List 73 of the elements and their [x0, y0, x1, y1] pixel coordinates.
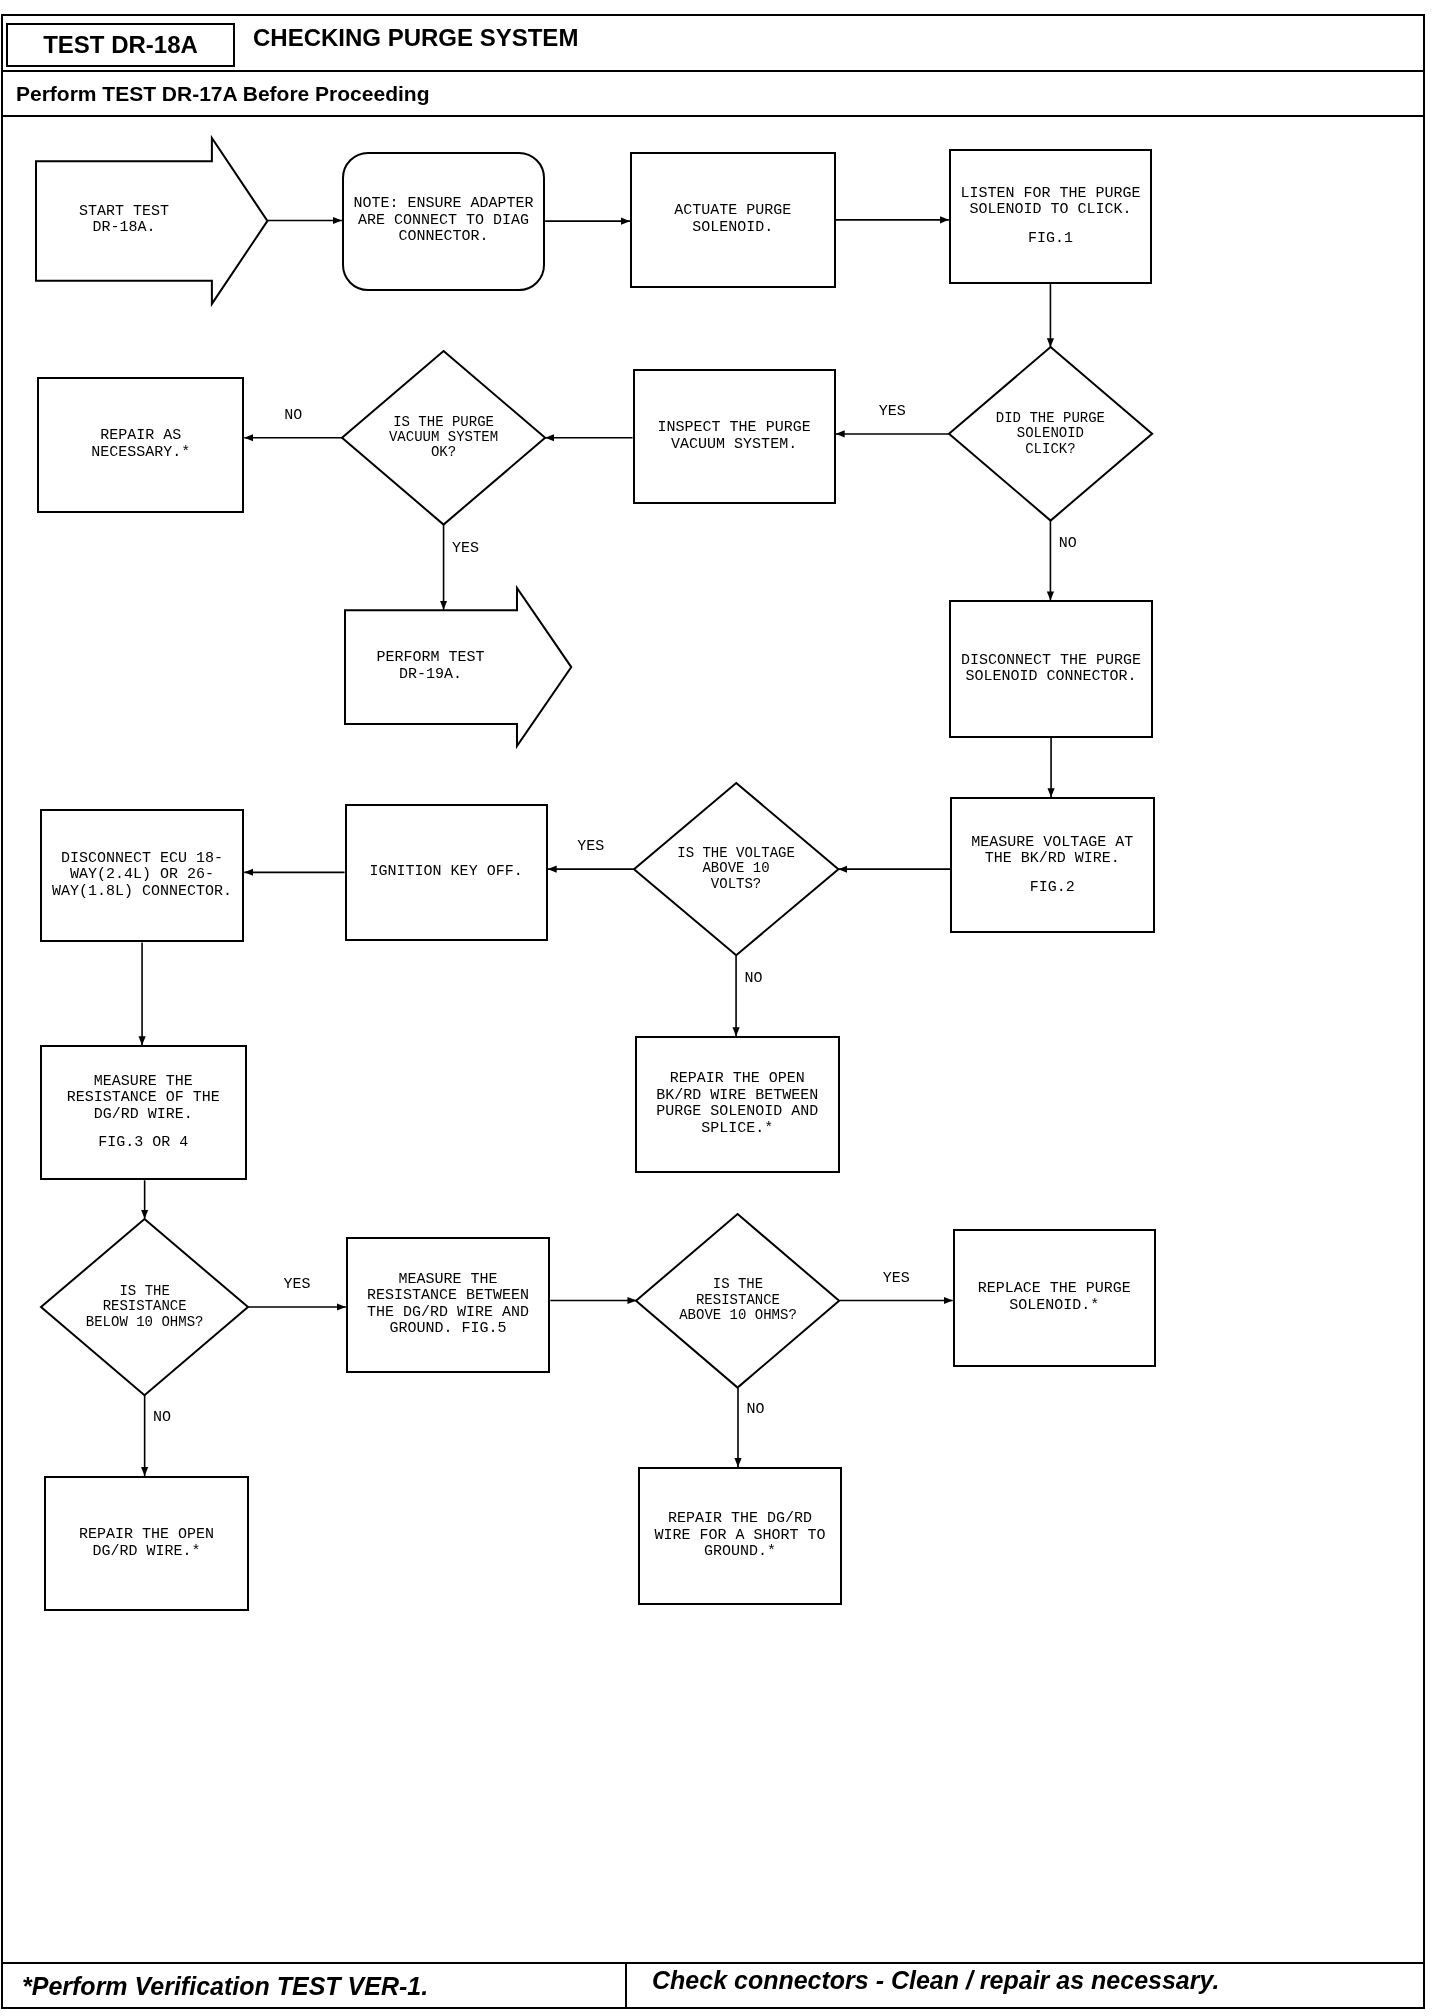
node-text: REPAIR AS NECESSARY.* — [90, 428, 192, 462]
arrow — [549, 1296, 638, 1305]
node-text: REPAIR THE DG/RD WIRE FOR A SHORT TO GROUND.* — [653, 1511, 827, 1561]
arrow — [544, 217, 631, 225]
node-text: PERFORM TEST DR-19A. — [375, 650, 486, 684]
arrow — [138, 941, 146, 1047]
node-text: IGNITION KEY OFF. — [369, 864, 523, 881]
node-text: REPAIR THE OPEN BK/RD WIRE BETWEEN PURGE SOLENOID AND SPLICE.* — [655, 1071, 820, 1138]
node-text: REPLACE THE PURGE SOLENOID.* — [976, 1281, 1132, 1315]
arrow — [838, 1296, 954, 1305]
node-text: IS THE RESISTANCE ABOVE 10 OHMS? — [679, 1277, 797, 1324]
test-id: TEST DR-18A — [6, 23, 235, 67]
arrow — [734, 1386, 742, 1468]
footer-note: *Perform Verification TEST VER-1. — [22, 1972, 429, 2001]
process-box — [948, 600, 1154, 738]
terminal-block — [36, 137, 268, 304]
decision-diamond — [948, 347, 1152, 521]
arrow — [732, 954, 740, 1038]
decision-diamond — [342, 351, 546, 525]
instruction-text: Perform TEST DR-17A Before Proceeding — [16, 82, 430, 106]
arrow — [1046, 283, 1055, 348]
node-text: IS THE PURGE VACUUM SYSTEM OK? — [387, 414, 500, 461]
node-text: IS THE RESISTANCE BELOW 10 OHMS? — [84, 1283, 205, 1330]
node-text: DISCONNECT ECU 18-WAY(2.4L) OR 26-WAY(1.8L) CONNECTOR. — [51, 850, 234, 901]
node-text: IS THE VOLTAGE ABOVE 10 VOLTS? — [676, 846, 796, 893]
note-box — [342, 151, 546, 291]
node-text: MEASURE VOLTAGE AT THE BK/RD WIRE. — [970, 834, 1135, 868]
arrow — [243, 434, 343, 442]
figure-reference: FIG.3 OR 4 — [98, 1135, 189, 1152]
diagram-title: CHECKING PURGE SYSTEM — [253, 24, 579, 52]
process-box — [630, 151, 836, 288]
process-box — [952, 1229, 1156, 1367]
arrow — [247, 1303, 347, 1311]
node-text: DISCONNECT THE PURGE SOLENOID CONNECTOR. — [960, 652, 1143, 686]
process-box — [37, 376, 245, 513]
process-box — [39, 1045, 247, 1181]
node-text: START TEST DR-18A. — [77, 204, 170, 237]
process-box — [344, 803, 548, 942]
node-text: MEASURE THE RESISTANCE OF THE DG/RD WIRE. — [65, 1073, 221, 1124]
arrow — [141, 1179, 149, 1220]
node-text: INSPECT THE PURGE VACUUM SYSTEM. — [656, 420, 812, 453]
process-box — [637, 1467, 843, 1605]
decision-diamond — [633, 783, 839, 956]
arrow — [834, 216, 950, 224]
process-box — [345, 1236, 551, 1374]
arrow — [546, 865, 635, 873]
node-text: MEASURE THE RESISTANCE BETWEEN THE DG/RD WIRE AND GROUND. FIG.5 — [366, 1272, 531, 1338]
arrow — [544, 434, 634, 442]
decision-diamond — [41, 1218, 249, 1395]
arrow — [243, 868, 346, 876]
arrow — [834, 430, 950, 438]
figure-reference: FIG.2 — [1029, 879, 1075, 897]
arrow — [1047, 737, 1055, 798]
footer-note: Check connectors - Clean / repair as necessary. — [652, 1966, 1220, 1995]
arrow — [141, 1394, 149, 1477]
process-box — [950, 797, 1155, 934]
decision-diamond — [636, 1213, 840, 1388]
process-box — [635, 1036, 840, 1173]
arrow — [1046, 519, 1055, 602]
terminal-block — [344, 587, 571, 746]
node-text: NOTE: ENSURE ADAPTER ARE CONNECT TO DIAG CONNECTOR. — [352, 196, 535, 246]
process-box — [39, 808, 245, 943]
figure-reference: FIG.1 — [1027, 230, 1073, 248]
arrow — [837, 865, 951, 873]
node-text: LISTEN FOR THE PURGE SOLENOID TO CLICK. — [959, 185, 1142, 219]
node-text: REPAIR THE OPEN DG/RD WIRE.* — [78, 1527, 216, 1560]
node-text: DID THE PURGE SOLENOID CLICK? — [994, 410, 1106, 457]
node-text: ACTUATE PURGE SOLENOID. — [673, 203, 793, 237]
arrow — [266, 216, 343, 225]
process-box — [632, 369, 836, 504]
arrow — [439, 523, 448, 611]
process-box — [43, 1476, 250, 1611]
process-box — [948, 149, 1152, 285]
